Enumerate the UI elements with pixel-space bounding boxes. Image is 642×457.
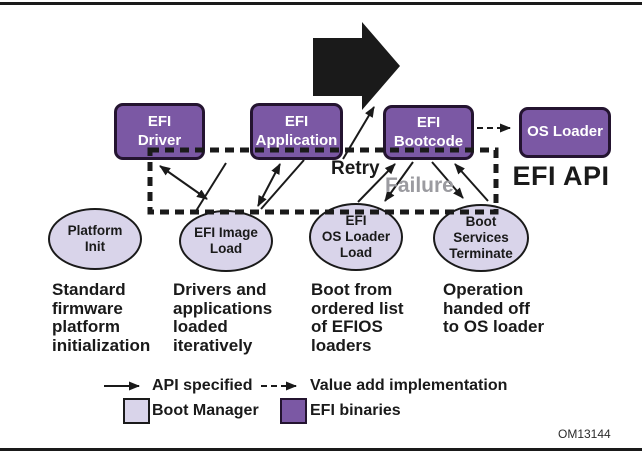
platform-init-ellipse: Platform Init [48, 208, 142, 270]
efi-binaries-swatch [280, 398, 307, 424]
platform-init-description: Standard firmware platform initializatio… [52, 280, 151, 355]
figure-code: OM13144 [558, 427, 611, 441]
retry-label: Retry [331, 158, 380, 179]
arrow-application-imageload [257, 163, 281, 207]
arrow-terminate-bootcode [454, 163, 489, 202]
efi-application-box: EFI Application [250, 103, 343, 160]
efi-driver-box: EFI Driver [114, 103, 205, 160]
efi-bootcode-box: EFI Bootcode [383, 105, 474, 160]
line-application-imageload [260, 159, 305, 210]
arrow-driver-imageload [159, 165, 208, 200]
flow-direction-arrow-icon [313, 22, 400, 110]
legend-boot-manager-label: Boot Manager [152, 402, 259, 419]
frame-bottom-border [0, 448, 642, 451]
efi-api-label: EFI API [512, 161, 610, 191]
os-loader-load-description: Boot from ordered list of EFIOS loaders [311, 280, 404, 355]
frame-top-border [0, 2, 642, 5]
line-imageload-driver [195, 162, 227, 212]
os-loader-box: OS Loader [519, 107, 611, 158]
arrow-application-bootcode [342, 106, 375, 160]
boot-services-terminate-ellipse: Boot Services Terminate [433, 204, 529, 272]
failure-label: Failure [385, 174, 454, 197]
efi-os-loader-load-ellipse: EFI OS Loader Load [309, 203, 403, 271]
boot-manager-swatch [123, 398, 150, 424]
legend-efi-binaries-label: EFI binaries [310, 402, 401, 419]
services-terminate-description: Operation handed off to OS loader [443, 280, 545, 336]
legend-value-add-label: Value add implementation [310, 377, 508, 394]
legend-api-specified-label: API specified [152, 377, 253, 394]
efi-image-load-ellipse: EFI Image Load [179, 210, 273, 272]
image-load-description: Drivers and applications loaded iterativ… [173, 280, 273, 355]
